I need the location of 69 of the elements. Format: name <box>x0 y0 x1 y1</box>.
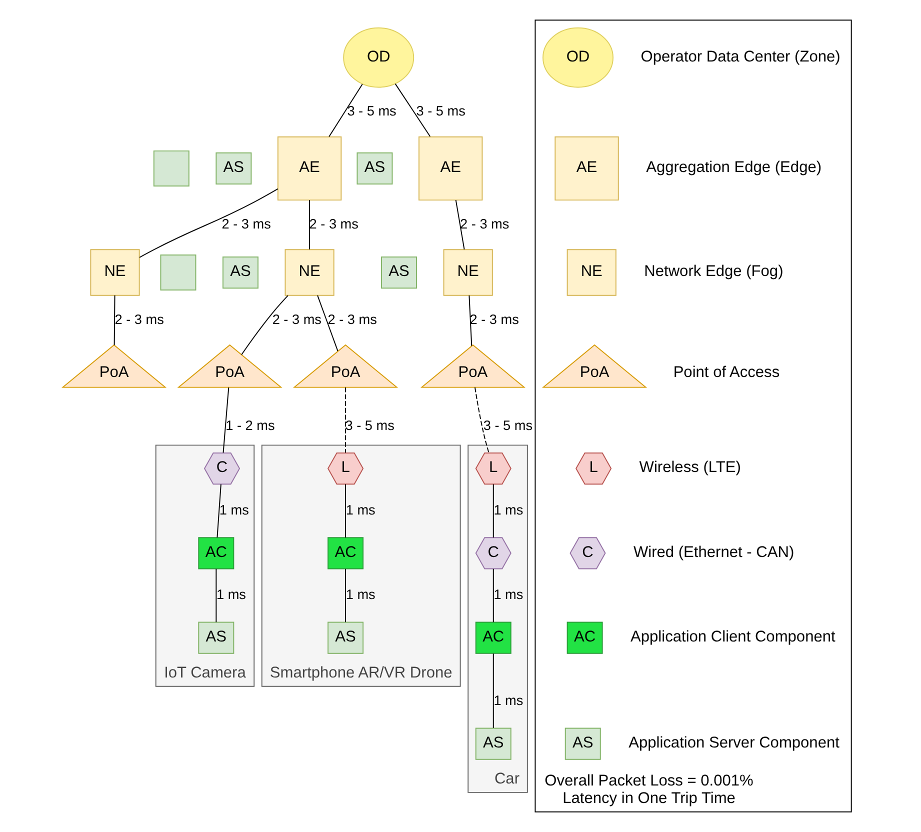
node-box: AS <box>215 152 252 184</box>
node-box: AE <box>276 136 342 201</box>
connector <box>316 294 338 352</box>
connector <box>138 188 278 258</box>
node-label: Application Client Component <box>630 628 835 646</box>
node-box: NE <box>284 249 334 296</box>
connector <box>454 200 464 250</box>
connector <box>308 200 310 250</box>
node-box: AE <box>418 136 482 201</box>
edge-label: 1 ms <box>493 502 523 518</box>
edge-label: 3 - 5 ms <box>344 418 394 433</box>
node-label: Point of Access <box>672 364 780 381</box>
node-box: NE <box>566 249 616 296</box>
edge-label: 1 ms <box>218 502 248 518</box>
node-ellipse: OD <box>542 27 613 88</box>
node-box: AC <box>327 537 364 570</box>
edge-label: 1 ms <box>345 502 375 518</box>
connector <box>474 386 489 454</box>
edge-label: 3 - 5 ms <box>346 104 396 119</box>
edge-label: 3 - 5 ms <box>482 418 532 433</box>
node-label: Application Server Component <box>628 734 839 752</box>
node-label: Aggregation Edge (Edge) <box>646 159 822 176</box>
node-box: AC <box>566 622 602 654</box>
node-box <box>160 254 196 291</box>
node-box: AS <box>474 728 511 760</box>
node-label: Operator Data Center (Zone) <box>640 48 840 66</box>
edge-label: 2 - 3 ms <box>221 216 270 232</box>
node-label: Network Edge (Fog) <box>644 263 783 280</box>
connector <box>394 83 430 137</box>
edge-label: 1 ms <box>216 587 246 602</box>
node-box: AC <box>474 622 511 654</box>
node-box: AS <box>380 256 417 289</box>
edge-label: 2 - 3 ms <box>272 312 321 327</box>
edge-label: 2 - 3 ms <box>469 312 518 327</box>
edge-label: 2 - 3 ms <box>114 312 164 327</box>
connector <box>215 568 216 623</box>
connector <box>222 387 229 454</box>
edge-label: 1 ms <box>493 693 523 708</box>
node-box: AE <box>554 136 618 201</box>
edge-label: 1 ms <box>345 587 375 602</box>
edge-label: 2 - 3 ms <box>308 216 358 232</box>
edge-label: 1 - 2 ms <box>225 418 274 433</box>
node-box: AS <box>222 256 258 289</box>
node-ellipse: OD <box>342 27 414 88</box>
connector <box>492 653 494 728</box>
connector <box>240 295 288 356</box>
connector <box>468 294 472 346</box>
edge-label: 2 - 3 ms <box>460 216 509 232</box>
node-label: Wireless (LTE) <box>638 459 740 476</box>
node-label: Wired (Ethernet - CAN) <box>632 544 794 561</box>
connector <box>328 84 362 138</box>
node-box: NE <box>442 249 492 296</box>
node-box <box>152 150 189 186</box>
node-box: AS <box>198 622 234 654</box>
connector <box>344 387 346 454</box>
connector <box>216 484 221 538</box>
node-box: AS <box>327 622 364 654</box>
edge-label: 3 - 5 ms <box>416 104 465 119</box>
connector <box>344 484 346 538</box>
node-box: NE <box>90 249 140 296</box>
node-box: AS <box>356 152 392 184</box>
connector <box>492 568 494 623</box>
edge-label: 2 - 3 ms <box>327 312 376 327</box>
node-box: AC <box>198 537 234 570</box>
edge-label: 1 ms <box>493 587 523 602</box>
connector <box>492 484 494 538</box>
connector <box>344 568 346 623</box>
connector <box>113 294 115 346</box>
node-box: AS <box>564 728 600 760</box>
